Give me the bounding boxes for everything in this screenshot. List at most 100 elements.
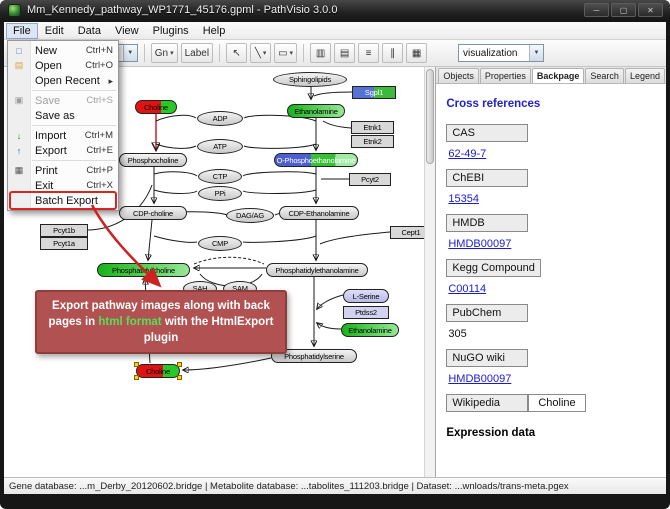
node-label: Choline <box>145 366 171 376</box>
file-menu-item-save-as[interactable]: Save as <box>8 108 118 123</box>
tab-legend[interactable]: Legend <box>624 68 665 83</box>
canvas-vertical-scrollbar[interactable] <box>424 67 436 477</box>
xref-link[interactable]: HMDB00097 <box>448 373 512 385</box>
xref-database-label: HMDB <box>446 214 529 232</box>
shape-tool[interactable]: ▭ <box>274 43 298 63</box>
pathway-node-o-phosphoethanolamine[interactable]: O-Phosphoethanolamine <box>274 153 358 167</box>
menu-item-shortcut: Ctrl+P <box>86 165 113 176</box>
pathway-node-sphingolipids[interactable]: Sphingolipids <box>273 72 347 87</box>
callout-text: Export pathway images along with back pa… <box>48 300 270 329</box>
node-label: L-Serine <box>352 291 380 301</box>
pathway-node-pcyt1a[interactable]: Pcyt1a <box>40 237 88 250</box>
minimize-button[interactable] <box>584 3 609 17</box>
stack-icon[interactable]: ▦ <box>406 43 428 63</box>
pathway-node-phosphatidylethanolamine[interactable]: Phosphatidylethanolamine <box>266 263 368 277</box>
xref-link[interactable]: 62-49-7 <box>448 148 487 160</box>
menu-separator <box>32 125 116 126</box>
pathway-node-ethanolamine[interactable]: Ethanolamine <box>341 323 399 337</box>
file-menu-item-open-recent[interactable]: Open Recent <box>8 73 118 88</box>
pathway-node-sgpl1[interactable]: Sgpl1 <box>352 86 396 99</box>
pathway-node-cept1[interactable]: Cept1 <box>390 226 432 239</box>
selection-handle[interactable] <box>177 362 182 367</box>
xref-link[interactable]: 15354 <box>448 193 479 205</box>
pathway-node-phosphatidylserine[interactable]: Phosphatidylserine <box>271 349 357 363</box>
pathway-node-pcyt1b[interactable]: Pcyt1b <box>40 224 88 237</box>
file-menu-item-batch-export[interactable]: Batch Export <box>8 191 118 210</box>
menu-item-label: Import <box>35 129 67 142</box>
close-button[interactable] <box>638 3 663 17</box>
menu-item-shortcut: Ctrl+S <box>86 95 113 106</box>
pathway-edges <box>87 87 391 477</box>
maximize-button[interactable] <box>611 3 636 17</box>
cross-references-heading: Cross references <box>446 98 541 110</box>
menu-separator <box>32 90 116 91</box>
pathway-node-cmp[interactable]: CMP <box>198 236 242 251</box>
pathway-node-adp[interactable]: ADP <box>197 111 243 126</box>
tab-backpage[interactable]: Backpage <box>531 68 585 83</box>
tab-properties[interactable]: Properties <box>479 68 531 83</box>
node-label: Phosphocholine <box>127 155 179 165</box>
pathway-node-l-serine[interactable]: L-Serine <box>343 289 389 303</box>
line-tool[interactable]: ╲ <box>250 43 272 63</box>
align-vertical-icon[interactable]: ▤ <box>334 43 356 63</box>
align-horizontal-icon[interactable]: ▥ <box>310 43 332 63</box>
visualization-combobox[interactable]: visualization <box>458 44 544 62</box>
pathway-node-choline[interactable]: Choline <box>134 362 182 380</box>
tab-search[interactable]: Search <box>585 68 624 83</box>
pathway-node-atp[interactable]: ATP <box>197 139 243 154</box>
pathway-node-etnk1[interactable]: Etnk1 <box>351 121 394 134</box>
pathway-node-phosphocholine[interactable]: Phosphocholine <box>119 153 187 167</box>
node-label: ADP <box>212 114 228 123</box>
pathway-node-ethanolamine[interactable]: Ethanolamine <box>287 104 345 118</box>
distribute-icon[interactable]: ∥ <box>382 43 404 63</box>
align-left-icon[interactable]: ≡ <box>358 43 380 63</box>
tab-objects[interactable]: Objects <box>438 68 479 83</box>
pathway-node-ppi[interactable]: PPi <box>198 186 242 201</box>
pathway-node-choline[interactable]: Choline <box>135 100 177 114</box>
select-tool[interactable]: ↖ <box>226 43 248 63</box>
scrollbar-thumb[interactable] <box>426 69 435 164</box>
pathway-node-ptdss2[interactable]: Ptdss2 <box>343 306 389 319</box>
pathway-node-etnk2[interactable]: Etnk2 <box>351 135 394 148</box>
pathway-node-ctp[interactable]: CTP <box>198 169 242 184</box>
pathway-node-pcyt2[interactable]: Pcyt2 <box>349 173 391 186</box>
annotation-callout: Export pathway images along with back pa… <box>35 290 287 355</box>
menu-data[interactable]: Data <box>77 24 101 37</box>
node-label: Phosphatidylcholine <box>112 265 175 275</box>
pathway-node-dag-ag[interactable]: DAG/AG <box>226 208 274 223</box>
xref-link[interactable]: C00114 <box>448 283 487 295</box>
pathway-node-phosphatidylcholine[interactable]: Phosphatidylcholine <box>97 263 190 277</box>
node-label: Ptdss2 <box>355 308 377 317</box>
menu-plugins[interactable]: Plugins <box>152 24 189 37</box>
datanode-tool[interactable]: Gn <box>150 43 178 63</box>
menu-view[interactable]: View <box>114 24 139 37</box>
selection-handle[interactable] <box>134 375 139 380</box>
menu-item-shortcut: Ctrl+M <box>84 130 113 141</box>
menu-help[interactable]: Help <box>202 24 226 37</box>
menu-bar: File Edit Data View Plugins Help <box>4 22 666 40</box>
node-label: Ethanolamine <box>294 106 338 116</box>
pathway-node-cdp-ethanolamine[interactable]: CDP-Ethanolamine <box>279 206 359 220</box>
selection-handle[interactable] <box>177 375 182 380</box>
pathway-node-cdp-choline[interactable]: CDP-choline <box>119 206 187 220</box>
status-bar: Gene database: ...m_Derby_20120602.bridg… <box>4 477 666 494</box>
selection-handle[interactable] <box>134 362 139 367</box>
xref-link[interactable]: HMDB00097 <box>448 238 512 250</box>
label-tool[interactable]: Label <box>180 43 214 63</box>
menu-file[interactable]: File <box>6 22 38 39</box>
menu-edit[interactable]: Edit <box>44 24 64 37</box>
